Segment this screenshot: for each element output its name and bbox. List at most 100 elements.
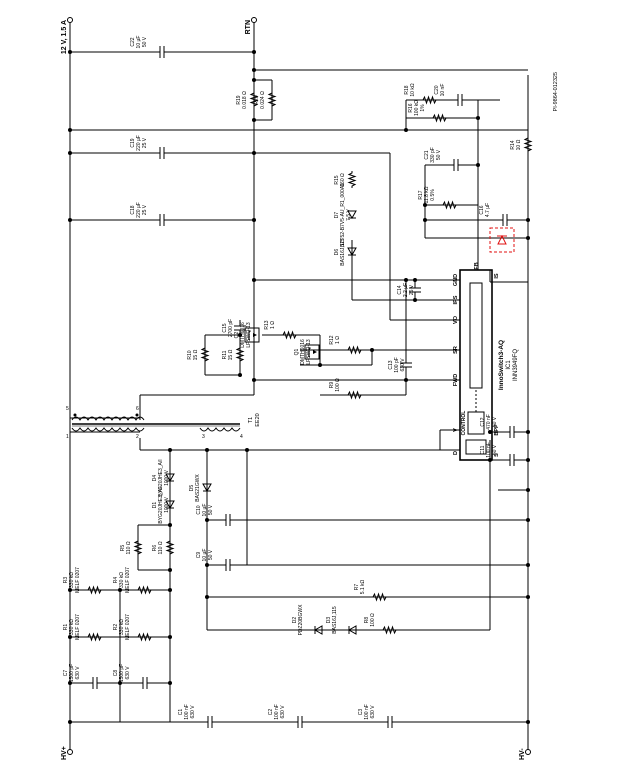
ic-name: InnoSwitch3-AQ [498, 340, 505, 390]
r11-ref-label: R11 [222, 350, 228, 359]
c18-value-label: 220 µF [136, 202, 142, 218]
d1-rating-label: 1000 V [164, 496, 170, 513]
c20-value-label: 10 nF [440, 84, 446, 97]
ic1: GND IPS VO SR FWD V D FB IS BPP S CONTRO… [453, 262, 519, 461]
r15-value-label: 160 Ω [340, 173, 346, 187]
d6-value-label: BAS16J,115 [340, 238, 346, 266]
c8-value-label: 1500 pF [119, 664, 125, 682]
c11-value-label: 100 nF [486, 442, 492, 458]
c11-ref-label: C11 [480, 445, 486, 454]
d4-rating-label: 1000 V [164, 469, 170, 486]
c18-ref-label: C18 [130, 205, 136, 214]
c11-rating-label: 50 V [492, 444, 498, 455]
c10-rating-label: 50 V [208, 504, 214, 515]
highlight-box [489, 227, 515, 253]
r2-part-label: MELF 0207 [125, 614, 131, 640]
c22-ref-label: C22 [130, 37, 136, 46]
c15-value-label: 2700 pF [228, 319, 234, 337]
q1-ref-label: Q1 [294, 348, 300, 355]
r4-ref-label: R4 [113, 577, 119, 584]
t1-pin3: 3 [202, 434, 205, 440]
c16-ref-label: C16 [479, 205, 485, 214]
d1-ref-label: D1 [152, 502, 158, 509]
t1-pin6: 6 [136, 406, 139, 412]
q2-part-label: LPSWQ-13 [246, 322, 252, 348]
wiring [69, 22, 529, 752]
c10-ref-label: C10 [196, 505, 202, 514]
r7-value-label: 5.1 kΩ [360, 579, 366, 594]
r19-value-label: 0.018 Ω [242, 91, 248, 109]
r8-ref-label: R8 [364, 617, 370, 624]
d7-ref-label: D7 [334, 212, 340, 219]
t1-pin2: 2 [136, 434, 139, 440]
d5-ref-label: D5 [189, 485, 195, 492]
net-hv-minus: HV- [519, 748, 526, 760]
ic-pin-s: S [494, 453, 500, 457]
c3-ref-label: C3 [358, 709, 364, 716]
net-hv-plus: HV+ [61, 746, 68, 760]
c14-rating-label: 25 V [409, 284, 415, 295]
r5-value-label: 110 Ω [126, 541, 132, 554]
transformer-t1: 1 2 3 4 5 6 T1 EE20 [66, 406, 261, 440]
c9-value-label: 10 µF [202, 549, 208, 562]
r17-ref-label: R17 [418, 190, 424, 199]
c2-rating-label: 630 V [280, 705, 286, 719]
r12-value-label: 1 Ω [335, 336, 341, 344]
r18-ref-label: R18 [404, 85, 410, 94]
t1-part: EE20 [255, 413, 261, 426]
r20-ref-label: R20 [254, 95, 260, 104]
r17-value-label: 11.8 kΩ [424, 186, 430, 203]
ic-pin-fb: FB [474, 262, 480, 269]
r6-value-label: 110 Ω [158, 541, 164, 554]
q2-value-label: DMTH6016 [240, 322, 246, 348]
d7-rating-label: 7.5 V [346, 209, 352, 221]
c9-ref-label: C9 [196, 552, 202, 559]
r9-ref-label: R9 [329, 382, 335, 389]
r15-ref-label: R15 [334, 175, 340, 184]
c8-rating-label: 630 V [125, 666, 131, 680]
r19-ref-label: R19 [236, 95, 242, 104]
c20-ref-label: C20 [434, 85, 440, 94]
d3-value-label: BAS16J,115 [332, 606, 338, 634]
r1-part-label: MELF 0207 [75, 614, 81, 640]
c8-ref-label: C8 [113, 670, 119, 677]
c13-value-label: 100 pF [394, 357, 400, 373]
r16-value-label: 100 kΩ [414, 100, 420, 116]
d1-value-label: BYG20JHE3_A/I [158, 486, 164, 523]
ic-pin-is: IS [494, 273, 500, 279]
ic-part: INN3949FQ [513, 349, 519, 381]
c19-rating-label: 25 V [142, 137, 148, 148]
q1-part-label: LPSWQ-13 [306, 339, 312, 365]
r5-ref-label: R5 [120, 545, 126, 552]
c21-value-label: 330 pF [430, 147, 436, 163]
d2-value-label: PDZ20BGWX [298, 604, 304, 636]
r9-value-label: 100 Ω [335, 378, 341, 392]
q2-ref-label: Q2 [234, 331, 240, 338]
c13-ref-label: C13 [388, 360, 394, 369]
ic-pin-fwd: FWD [453, 374, 459, 387]
r13-ref-label: R13 [264, 320, 270, 329]
